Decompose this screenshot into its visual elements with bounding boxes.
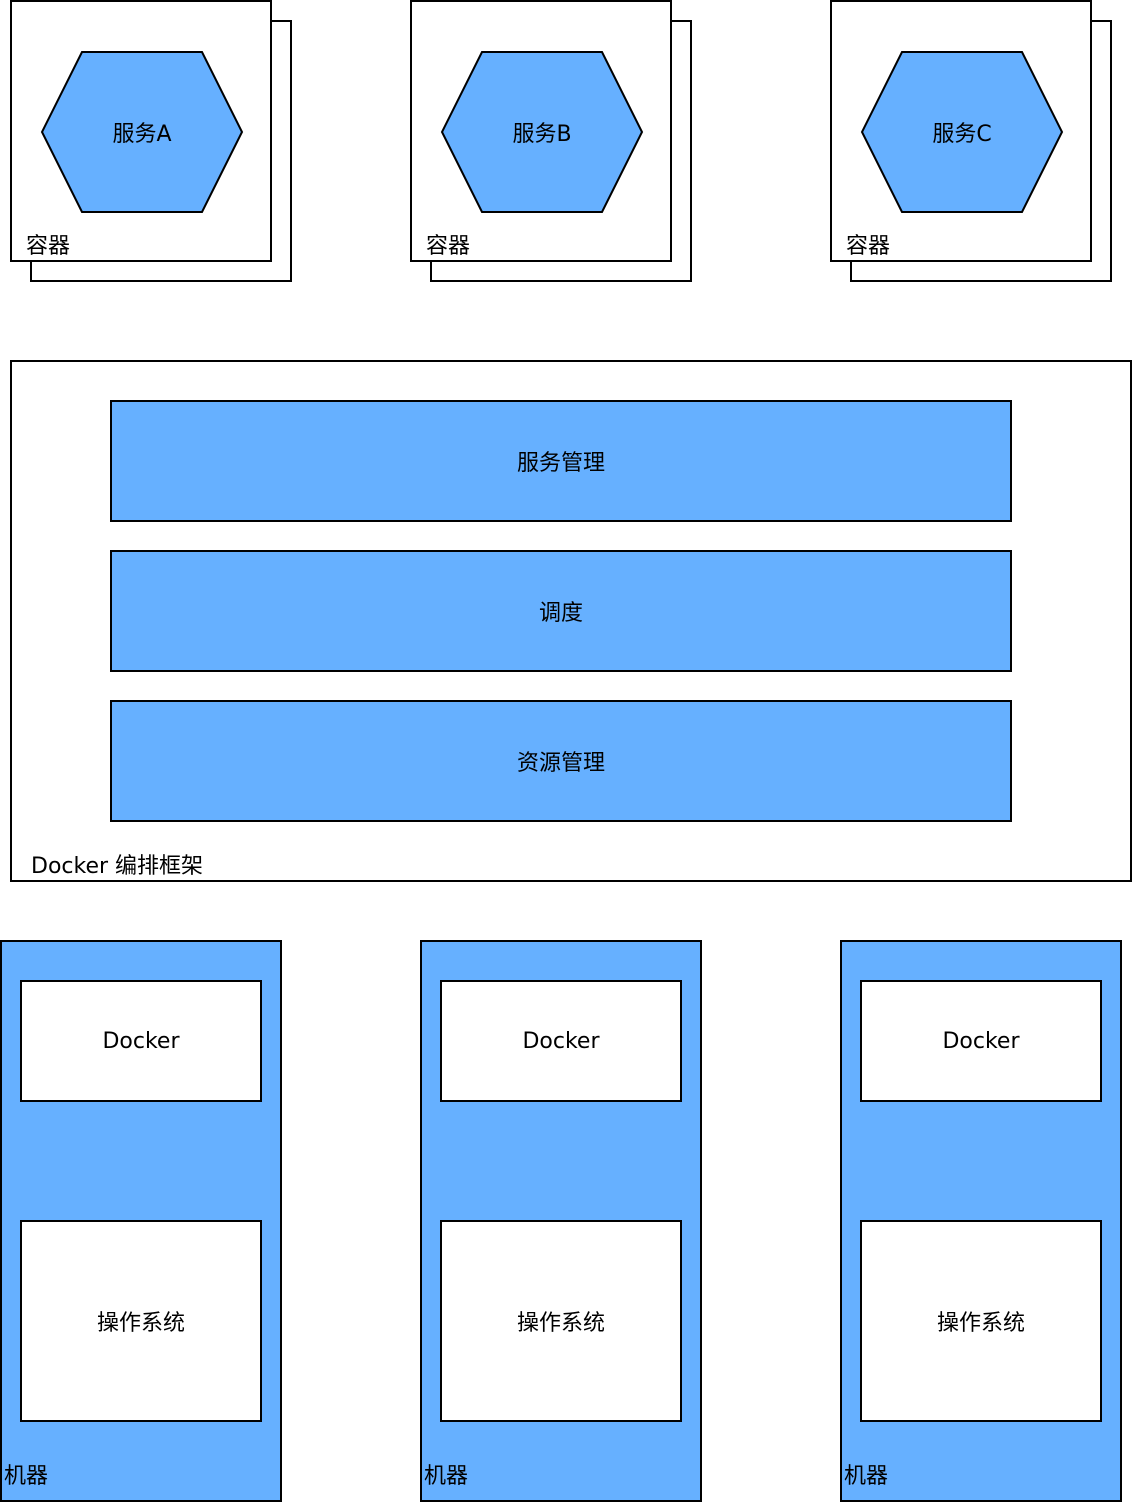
orchestration-framework: 服务管理 调度 资源管理 Docker 编排框架 bbox=[10, 360, 1132, 882]
machine-1: Docker 操作系统 机器 bbox=[0, 940, 282, 1502]
machine-label-2: 机器 bbox=[424, 1464, 469, 1489]
service-label-c: 服务C bbox=[932, 122, 992, 147]
orchestration-label: Docker 编排框架 bbox=[31, 854, 204, 879]
machine-2: Docker 操作系统 机器 bbox=[420, 940, 702, 1502]
service-hexagon-a bbox=[40, 51, 244, 213]
container-label-a: 容器 bbox=[26, 234, 71, 259]
layer-resource-management: 资源管理 bbox=[110, 700, 1012, 822]
service-label-a: 服务A bbox=[112, 122, 172, 147]
container-a: 服务A 容器 bbox=[10, 0, 272, 262]
machine-label-1: 机器 bbox=[4, 1464, 49, 1489]
service-label-b: 服务B bbox=[512, 122, 572, 147]
docker-box-2: Docker bbox=[440, 980, 682, 1102]
os-box-2: 操作系统 bbox=[440, 1220, 682, 1422]
layer-scheduling: 调度 bbox=[110, 550, 1012, 672]
machine-3: Docker 操作系统 机器 bbox=[840, 940, 1122, 1502]
machine-label-3: 机器 bbox=[844, 1464, 889, 1489]
os-box-1: 操作系统 bbox=[20, 1220, 262, 1422]
layer-service-management: 服务管理 bbox=[110, 400, 1012, 522]
container-c: 服务C 容器 bbox=[830, 0, 1092, 262]
service-hexagon-c bbox=[860, 51, 1064, 213]
docker-box-3: Docker bbox=[860, 980, 1102, 1102]
container-b: 服务B 容器 bbox=[410, 0, 672, 262]
service-hexagon-b bbox=[440, 51, 644, 213]
container-label-c: 容器 bbox=[846, 234, 891, 259]
container-label-b: 容器 bbox=[426, 234, 471, 259]
os-box-3: 操作系统 bbox=[860, 1220, 1102, 1422]
docker-box-1: Docker bbox=[20, 980, 262, 1102]
